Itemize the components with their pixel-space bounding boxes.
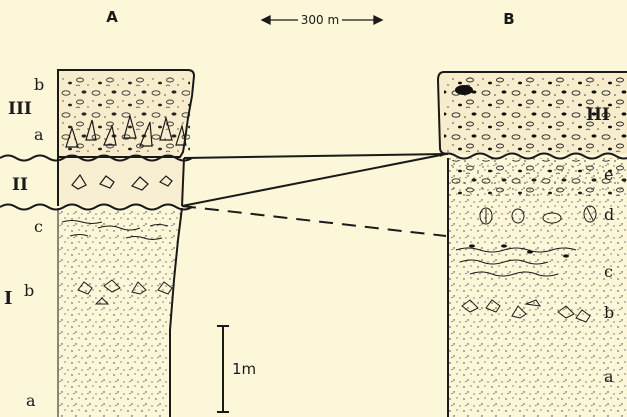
section-a-bed-label: b	[24, 281, 34, 300]
section-b-bed-label: b	[604, 303, 614, 322]
section-a-unit-label: III	[8, 99, 32, 119]
section-a-column	[58, 70, 194, 417]
section-a-unit-label: I	[4, 288, 12, 309]
distance-label: 300 m	[301, 13, 339, 27]
section-a-title: A	[106, 8, 118, 26]
section-a-unit-label: II	[12, 175, 28, 195]
correlation-lines	[182, 154, 446, 236]
section-b-unit-label: III	[586, 105, 610, 125]
section-a-bed-label: a	[34, 125, 44, 144]
section-b-title: B	[503, 10, 514, 28]
section-b-bed-label: d	[604, 205, 614, 224]
section-b-bed-label: c	[604, 262, 613, 281]
section-b-bed-label: a	[604, 367, 614, 386]
section-b-bed-label: e	[604, 165, 613, 184]
section-a-bed-label: b	[34, 75, 44, 94]
section-a-bed-label: c	[34, 217, 43, 236]
scale-bar	[217, 326, 229, 412]
section-a-bed-label: a	[26, 391, 36, 410]
scale-bar-label: 1m	[232, 360, 256, 378]
